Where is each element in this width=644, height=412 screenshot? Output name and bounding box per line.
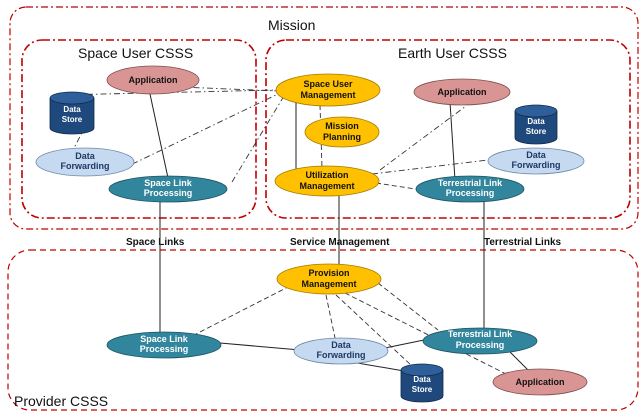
mission-planning-label-1: Mission: [325, 121, 359, 131]
space-link-processing-user-node: Space Link Processing: [108, 175, 228, 203]
connector-pm-to-app: [344, 292, 511, 377]
provider-data-store-node: Data Store: [400, 363, 444, 403]
provider-data-store-label-2: Store: [412, 385, 433, 394]
provider-terrestrial-link-processing-label-1: Terrestrial Link: [448, 329, 513, 339]
connector-pm-to-forwarding: [325, 294, 336, 339]
provision-management-label-2: Management: [301, 279, 356, 289]
connectors: [59, 86, 533, 377]
provider-data-store-label-1: Data: [413, 375, 431, 384]
space-data-store-label-1: Data: [63, 105, 81, 114]
connector-um-to-earth-forwarding: [371, 159, 489, 175]
provider-data-forwarding-label-1: Data: [331, 340, 352, 350]
terrestrial-link-processing-user-node: Terrestrial Link Processing: [415, 175, 525, 203]
space-link-processing-user-label-2: Processing: [144, 188, 193, 198]
terrestrial-link-processing-user-label-2: Processing: [446, 188, 495, 198]
earth-data-forwarding-node: Data Forwarding: [487, 147, 585, 175]
provider-application-node: Application: [492, 368, 588, 396]
mission-planning-node: Mission Planning: [304, 116, 380, 148]
earth-data-store-node: Data Store: [514, 104, 558, 145]
terrestrial-link-processing-user-label-1: Terrestrial Link: [438, 178, 503, 188]
earth-application-node: Application: [413, 78, 511, 106]
terrestrial-links-label: Terrestrial Links: [484, 237, 562, 248]
connector-space-app-to-link: [149, 93, 169, 179]
space-user-management-label-2: Management: [300, 90, 355, 100]
earth-data-forwarding-label-2: Forwarding: [512, 160, 561, 170]
utilization-management-label-1: Utilization: [306, 170, 349, 180]
connector-provider-space-to-forwarding: [219, 342, 301, 351]
provider-space-link-processing-node: Space Link Processing: [106, 331, 222, 359]
space-user-csss-label: Space User CSSS: [78, 45, 193, 61]
provider-data-forwarding-node: Data Forwarding: [293, 337, 389, 365]
mission-planning-label-2: Planning: [323, 132, 361, 142]
earth-data-store-label-2: Store: [526, 127, 547, 136]
provider-terrestrial-link-processing-label-2: Processing: [456, 340, 505, 350]
provider-data-forwarding-label-2: Forwarding: [317, 350, 366, 360]
connector-pm-to-terrestrial: [377, 282, 439, 331]
service-management-label: Service Management: [290, 237, 390, 248]
connector-um-to-terrestrial: [375, 182, 423, 191]
connector-um-to-earth-app: [379, 105, 467, 171]
connector-space-link-to-sum: [231, 95, 285, 183]
space-user-csss-frame: [21, 39, 257, 219]
space-application-label: Application: [129, 75, 178, 85]
connector-sum-to-um: [319, 104, 323, 169]
connector-pm-to-store: [335, 294, 413, 367]
provider-space-link-processing-label-2: Processing: [140, 344, 189, 354]
provider-application-label: Application: [516, 377, 565, 387]
space-data-forwarding-label-2: Forwarding: [61, 161, 110, 171]
space-user-management-node: Space User Management: [275, 73, 381, 107]
earth-user-csss-label: Earth User CSSS: [398, 45, 507, 61]
connector-app-to-sum: [179, 86, 279, 92]
provision-management-label-1: Provision: [308, 268, 349, 278]
space-application-node: Application: [106, 65, 200, 95]
connector-forwarding-to-sum: [119, 93, 279, 171]
connector-earth-app-to-link: [449, 101, 456, 181]
provider-space-link-processing-label-1: Space Link: [140, 334, 189, 344]
earth-data-store-label-1: Data: [527, 117, 545, 126]
provider-csss-label: Provider CSSS: [14, 393, 108, 409]
connector-pm-to-space-link: [195, 285, 291, 335]
earth-application-label: Application: [438, 87, 487, 97]
space-links-label: Space Links: [126, 237, 185, 248]
provision-management-node: Provision Management: [276, 263, 382, 295]
earth-user-csss-frame: [265, 39, 631, 219]
space-data-store-node: Data Store: [49, 91, 95, 135]
utilization-management-node: Utilization Management: [274, 165, 380, 197]
space-link-processing-user-label-1: Space Link: [144, 178, 193, 188]
mission-region-frame: [9, 6, 639, 230]
space-data-forwarding-label-1: Data: [75, 151, 96, 161]
space-data-store-label-2: Store: [62, 115, 83, 124]
space-user-management-label-1: Space User: [303, 79, 353, 89]
provider-csss-frame: [7, 249, 639, 411]
space-data-forwarding-node: Data Forwarding: [35, 147, 135, 177]
utilization-management-label-2: Management: [299, 181, 354, 191]
earth-data-forwarding-label-1: Data: [526, 150, 547, 160]
provider-terrestrial-link-processing-node: Terrestrial Link Processing: [422, 327, 538, 355]
mission-label: Mission: [268, 17, 315, 33]
